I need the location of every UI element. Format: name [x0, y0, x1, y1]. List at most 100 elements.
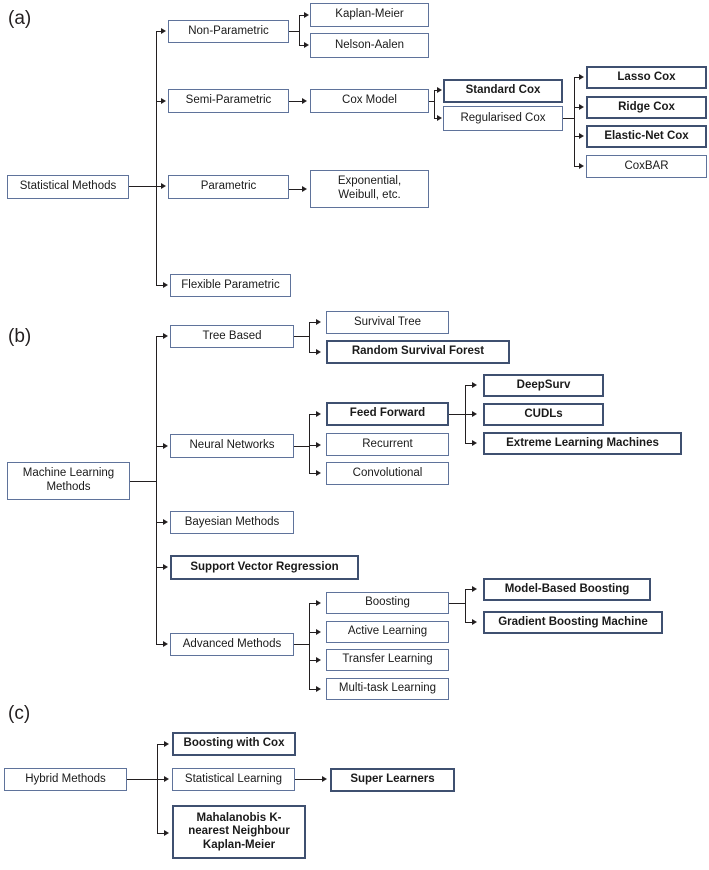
connector-a-np-out [289, 31, 300, 33]
arrow-a-km [304, 11, 309, 18]
arrow-c-boosting-with-cox [164, 740, 169, 747]
connector-b-branch-tree [156, 336, 164, 338]
arrow-a-param [161, 182, 166, 189]
connector-b-branch-bayes [156, 522, 164, 524]
node-multi-task-learning[interactable]: Multi-task Learning [326, 678, 449, 700]
arrow-b-recurrent [316, 441, 321, 448]
node-super-learners[interactable]: Super Learners [330, 768, 455, 792]
connector-b-ff-elm [465, 443, 473, 445]
node-coxbar[interactable]: CoxBAR [586, 155, 707, 178]
node-extreme-learning-machines[interactable]: Extreme Learning Machines [483, 432, 682, 455]
connector-b-boost-v [465, 589, 467, 623]
arrow-b-cudls [472, 410, 477, 417]
connector-a-cox-v [434, 90, 436, 119]
arrow-b-tree-based [163, 332, 168, 339]
arrow-b-random-survival-forest [316, 348, 321, 355]
connector-a-reg-lasso [574, 77, 580, 79]
arrow-b-transfer-learning [316, 656, 321, 663]
node-deepsurv[interactable]: DeepSurv [483, 374, 604, 397]
connector-a-branch-flexparam [156, 285, 164, 287]
node-nelson-aalen[interactable]: Nelson-Aalen [310, 33, 429, 58]
connector-b-ff-cudls [465, 414, 473, 416]
connector-b-nn-ff [309, 414, 317, 416]
node-advanced-methods[interactable]: Advanced Methods [170, 633, 294, 656]
arrow-c-mahalanobis [164, 829, 169, 836]
node-exponential-weibull[interactable]: Exponential, Weibull, etc. [310, 170, 429, 208]
arrow-b-model-based-boosting [472, 585, 477, 592]
connector-a-np-na [299, 45, 305, 47]
arrow-b-multi-task-learning [316, 685, 321, 692]
node-elastic-net-cox[interactable]: Elastic-Net Cox [586, 125, 707, 148]
node-support-vector-regression[interactable]: Support Vector Regression [170, 555, 359, 580]
node-boosting[interactable]: Boosting [326, 592, 449, 614]
node-exponential-weibull-line1: Exponential, [337, 175, 402, 188]
node-machine-learning-methods[interactable]: Machine Learning Methods [7, 462, 130, 500]
node-ridge-cox[interactable]: Ridge Cox [586, 96, 707, 119]
arrow-b-survival-tree [316, 318, 321, 325]
connector-b-nn-v [309, 414, 311, 474]
connector-a-spine [156, 31, 158, 286]
arrow-b-gradient-boosting-machine [472, 618, 477, 625]
node-gradient-boosting-machine[interactable]: Gradient Boosting Machine [483, 611, 663, 634]
connector-a-branch-semiparam [156, 101, 162, 103]
connector-b-adv-v [309, 603, 311, 689]
node-feed-forward[interactable]: Feed Forward [326, 402, 449, 426]
connector-b-tree-survtree [309, 322, 317, 324]
arrow-c-statistical-learning [164, 775, 169, 782]
node-cudls[interactable]: CUDLs [483, 403, 604, 426]
node-active-learning[interactable]: Active Learning [326, 621, 449, 643]
node-boosting-with-cox[interactable]: Boosting with Cox [172, 732, 296, 756]
connector-b-spine [156, 336, 158, 645]
arrow-a-semiparam [161, 97, 166, 104]
node-cox-model[interactable]: Cox Model [310, 89, 429, 113]
node-convolutional[interactable]: Convolutional [326, 462, 449, 485]
connector-b-boost-out [449, 603, 466, 605]
connector-b-nn-out [294, 446, 310, 448]
arrow-a-lasso-cox [579, 73, 584, 80]
connector-b-tree-rsf [309, 352, 317, 354]
node-statistical-methods[interactable]: Statistical Methods [7, 175, 129, 199]
connector-b-tree-v [309, 322, 311, 353]
arrow-b-support-vector-regression [163, 563, 168, 570]
node-statistical-learning[interactable]: Statistical Learning [172, 768, 295, 791]
node-semi-parametric[interactable]: Semi-Parametric [168, 89, 289, 113]
panel-label-b: (b) [8, 326, 32, 347]
arrow-a-coxbar [579, 162, 584, 169]
node-transfer-learning[interactable]: Transfer Learning [326, 649, 449, 671]
node-parametric[interactable]: Parametric [168, 175, 289, 199]
node-mahalanobis-line1: Mahalanobis K- [196, 811, 282, 824]
connector-a-reg-elastic [574, 136, 580, 138]
connector-a-root-h [129, 186, 157, 188]
node-neural-networks[interactable]: Neural Networks [170, 434, 294, 458]
node-hybrid-methods[interactable]: Hybrid Methods [4, 768, 127, 791]
connector-b-nn-conv [309, 473, 317, 475]
connector-b-ff-out [449, 414, 466, 416]
arrow-a-ridge-cox [579, 103, 584, 110]
connector-c-root-h [127, 779, 158, 781]
arrow-b-boosting [316, 599, 321, 606]
node-mahalanobis-knn-km[interactable]: Mahalanobis K- nearest Neighbour Kaplan-… [172, 805, 306, 859]
arrow-b-active-learning [316, 628, 321, 635]
node-exponential-weibull-line2: Weibull, etc. [338, 189, 401, 201]
node-bayesian-methods[interactable]: Bayesian Methods [170, 511, 294, 534]
node-flexible-parametric[interactable]: Flexible Parametric [170, 274, 291, 297]
node-lasso-cox[interactable]: Lasso Cox [586, 66, 707, 89]
connector-c-statlearn-super [295, 779, 323, 781]
arrow-b-bayesian-methods [163, 518, 168, 525]
node-survival-tree[interactable]: Survival Tree [326, 311, 449, 334]
connector-b-nn-rec [309, 445, 317, 447]
node-regularised-cox[interactable]: Regularised Cox [443, 106, 563, 131]
arrow-b-advanced-methods [163, 640, 168, 647]
node-standard-cox[interactable]: Standard Cox [443, 79, 563, 103]
node-kaplan-meier[interactable]: Kaplan-Meier [310, 3, 429, 27]
connector-a-cox-std [434, 90, 438, 92]
node-model-based-boosting[interactable]: Model-Based Boosting [483, 578, 651, 601]
connector-c-branch-boosting [157, 744, 165, 746]
node-non-parametric[interactable]: Non-Parametric [168, 20, 289, 43]
arrow-a-exponential [302, 185, 307, 192]
node-recurrent[interactable]: Recurrent [326, 433, 449, 456]
node-tree-based[interactable]: Tree Based [170, 325, 294, 348]
connector-a-reg-out [563, 118, 575, 120]
node-random-survival-forest[interactable]: Random Survival Forest [326, 340, 510, 364]
